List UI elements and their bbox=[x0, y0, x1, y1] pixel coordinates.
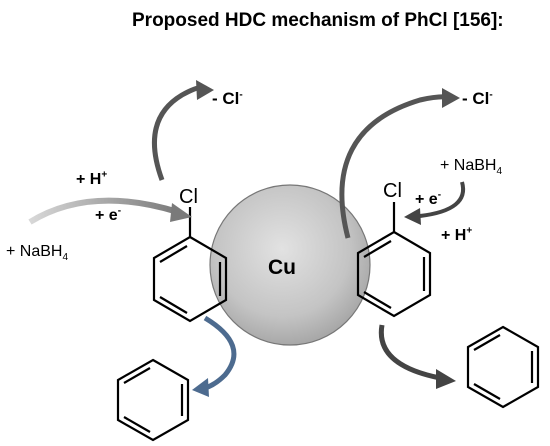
benzene-product-left bbox=[116, 358, 190, 442]
minus-cl-left: - Cl- bbox=[212, 89, 243, 108]
benzene-product-right bbox=[466, 325, 540, 409]
product-left-arrow bbox=[203, 315, 237, 391]
h-plus-right: + H+ bbox=[441, 225, 473, 244]
cl-atom-left: Cl bbox=[179, 186, 198, 208]
product-right-arrow bbox=[378, 324, 441, 381]
e-minus-right: + e- bbox=[415, 189, 442, 208]
product-left-arrowhead bbox=[192, 378, 209, 397]
nabh4-left: + NaBH4 bbox=[6, 243, 69, 264]
h-plus-left: + H+ bbox=[76, 169, 108, 188]
page-title: Proposed HDC mechanism of PhCl [156]: bbox=[132, 10, 504, 31]
cl-release-left-arrowhead bbox=[196, 80, 214, 100]
cl-release-left-arrow bbox=[151, 84, 207, 181]
minus-cl-right: - Cl- bbox=[462, 89, 493, 108]
nabh4-right: + NaBH4 bbox=[440, 157, 503, 178]
nabh4-left-arrow bbox=[28, 197, 179, 225]
cu-nanoparticle bbox=[209, 184, 371, 346]
cl-atom-right: Cl bbox=[383, 180, 402, 202]
e-minus-left: + e- bbox=[95, 205, 122, 224]
cl-release-right-arrowhead bbox=[442, 88, 460, 108]
cl-release-right-arrow bbox=[339, 94, 449, 239]
right-chlorobenzene bbox=[356, 202, 432, 318]
nabh4-right-arrowhead bbox=[404, 208, 421, 225]
cu-label: Cu bbox=[268, 256, 296, 279]
product-right-arrowhead bbox=[436, 369, 456, 389]
nabh4-left-arrowhead bbox=[170, 203, 192, 222]
nabh4-right-arrow bbox=[419, 181, 466, 218]
left-chlorobenzene bbox=[152, 207, 228, 323]
